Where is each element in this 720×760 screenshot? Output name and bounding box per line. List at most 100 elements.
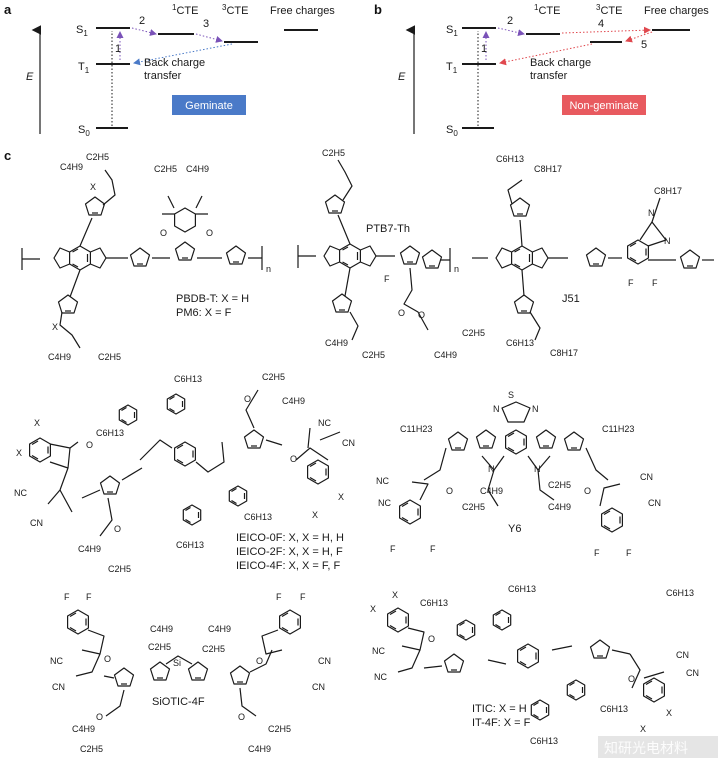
j51-f-right: F — [652, 278, 658, 288]
siotic-si: Si — [173, 658, 181, 668]
pbdb-label: PBDB-T: X = H — [176, 293, 249, 305]
ptb7-f: F — [384, 274, 390, 284]
siotic-c2h5-bottom-right: C2H5 — [268, 724, 291, 734]
y6-s-thiadiazole: S — [508, 390, 514, 400]
ptb7-c4h9-ester: C4H9 — [434, 350, 457, 360]
cte3-title-b: 3CTE — [596, 3, 622, 17]
ieico-o-left: O — [86, 440, 93, 450]
siotic-c2h5-bottom-left: C2H5 — [80, 744, 103, 754]
y6-c4h9-right: C4H9 — [548, 502, 571, 512]
y6-c11h23-right: C11H23 — [602, 424, 634, 434]
step-1-label: 1 — [115, 43, 121, 55]
back-transfer-line1: Back charge — [144, 57, 205, 69]
y6-o-left: O — [446, 486, 453, 496]
y6-c2h5-left: C2H5 — [462, 502, 485, 512]
itic-label: ITIC: X = H — [472, 703, 527, 715]
itic-cn-right-2: CN — [686, 668, 699, 678]
siotic-nc-left: NC — [50, 656, 63, 666]
step-5-label: 5 — [641, 39, 647, 51]
y6-c2h5-right: C2H5 — [548, 480, 571, 490]
pbdb-c4h9-bottom: C4H9 — [48, 352, 71, 362]
siotic-cn-right: CN — [318, 656, 331, 666]
molecule-ieico: X X O NC CN O C4H9 C2H5 C6H13 C6H13 C6H1… — [14, 372, 355, 574]
cte3-title: 3CTE — [222, 3, 248, 17]
panel-a-letter: a — [4, 2, 12, 17]
ptb7-c2h5-ester: C2H5 — [462, 328, 485, 338]
molecule-pbdb-t: C2H5 C4H9 X X C4H9 C2H5 C2H5 C4H9 O O n … — [21, 152, 271, 362]
itic-c6h13-3: C6H13 — [666, 588, 694, 598]
itic-c6h13-2: C6H13 — [508, 584, 536, 594]
molecule-j51: C6H13 C8H17 C8H17 N N F F J51 C6H13 C8H1… — [472, 154, 714, 358]
t1-label-b: T1 — [446, 61, 458, 75]
s0-label-b: S0 — [446, 124, 458, 138]
ieico-c6h13-1: C6H13 — [96, 428, 124, 438]
y6-c11h23-left: C11H23 — [400, 424, 432, 434]
ieico-c6h13-3: C6H13 — [244, 512, 272, 522]
energy-axis-label: E — [26, 71, 34, 83]
itic-c6h13-4: C6H13 — [600, 704, 628, 714]
s1-label-b: S1 — [446, 24, 458, 38]
panel-b-letter: b — [374, 2, 382, 17]
back-transfer-arrow-b — [499, 43, 593, 66]
ieico-c2h5-right: C2H5 — [262, 372, 285, 382]
arrow-5 — [625, 31, 653, 43]
y6-n-pyrrole-left: N — [488, 464, 495, 474]
y6-f4: F — [626, 548, 632, 558]
pbdb-o-right: O — [206, 228, 213, 238]
molecule-itic: X X C6H13 O NC NC C6H13 C6H13 C6H13 C6H1… — [370, 584, 699, 746]
itic-o-left: O — [428, 634, 435, 644]
molecule-y6: S N N N N C11H23 C11H23 NC NC O O CN CN … — [376, 390, 661, 558]
y6-cn-right: CN — [640, 472, 653, 482]
step-4-label: 4 — [598, 18, 604, 30]
ieico-c4h9-right: C4H9 — [282, 396, 305, 406]
pbdb-n-subscript: n — [266, 264, 271, 274]
siotic-cn-left: CN — [52, 682, 65, 692]
cte1-title: 1CTE — [172, 3, 198, 17]
siotic-o-ether-right: O — [238, 712, 245, 722]
ptb7-n-subscript: n — [454, 264, 459, 274]
pbdb-c4h9-top: C4H9 — [60, 162, 83, 172]
y6-n-thiadiazole-right: N — [532, 404, 539, 414]
ieico-x4: X — [312, 510, 318, 520]
j51-c8h17-top: C8H17 — [534, 164, 562, 174]
pm6-label: PM6: X = F — [176, 307, 232, 319]
ieico-0f-label: IEICO-0F: X, X = H, H — [236, 532, 344, 544]
itic-x2: X — [370, 604, 376, 614]
siotic-label: SiOTIC-4F — [152, 696, 205, 708]
back-transfer-line2: transfer — [144, 70, 182, 82]
siotic-o-ether-left: O — [96, 712, 103, 722]
ptb7-label: PTB7-Th — [366, 223, 410, 235]
pbdb-x-bottom: X — [52, 322, 58, 332]
itic-nc-left-2: NC — [374, 672, 387, 682]
siotic-c2h5-2: C2H5 — [202, 644, 225, 654]
y6-f1: F — [390, 544, 396, 554]
ieico-o-ether-left: O — [114, 524, 121, 534]
y6-n-thiadiazole-left: N — [493, 404, 500, 414]
y6-nc-left-2: NC — [378, 498, 391, 508]
molecule-siotic: F F O NC CN C4H9 C4H9 C2H5 C2H5 Si SiOTI… — [50, 592, 331, 754]
j51-label: J51 — [562, 293, 580, 305]
itic-x3: X — [666, 708, 672, 718]
pbdb-c4h9-acceptor: C4H9 — [186, 164, 209, 174]
geminate-badge — [172, 95, 246, 115]
y6-nc-left: NC — [376, 476, 389, 486]
ptb7-o-ester: O — [418, 310, 425, 320]
panel-b: b E S1 T1 S0 1 1CTE 3CTE Free charges 2 … — [374, 2, 709, 138]
s0-label: S0 — [78, 124, 90, 138]
itic-x1: X — [392, 590, 398, 600]
itic-c6h13-5: C6H13 — [530, 736, 558, 746]
j51-c8h17-bottom: C8H17 — [550, 348, 578, 358]
non-geminate-badge — [562, 95, 646, 115]
ieico-c6h13-2: C6H13 — [174, 374, 202, 384]
ieico-c2h5-left: C2H5 — [108, 564, 131, 574]
siotic-cn-right-2: CN — [312, 682, 325, 692]
siotic-f2: F — [86, 592, 92, 602]
siotic-f1: F — [64, 592, 70, 602]
watermark-text: 知研光电材料 — [604, 740, 688, 757]
molecule-ptb7-th: C2H5 PTB7-Th F O O C4H9 C2H5 C2H5 C4H9 n — [297, 148, 485, 360]
siotic-f3: F — [276, 592, 282, 602]
j51-c8h17-n: C8H17 — [654, 186, 682, 196]
ieico-cn-right: CN — [342, 438, 355, 448]
ieico-c6h13-4: C6H13 — [176, 540, 204, 550]
